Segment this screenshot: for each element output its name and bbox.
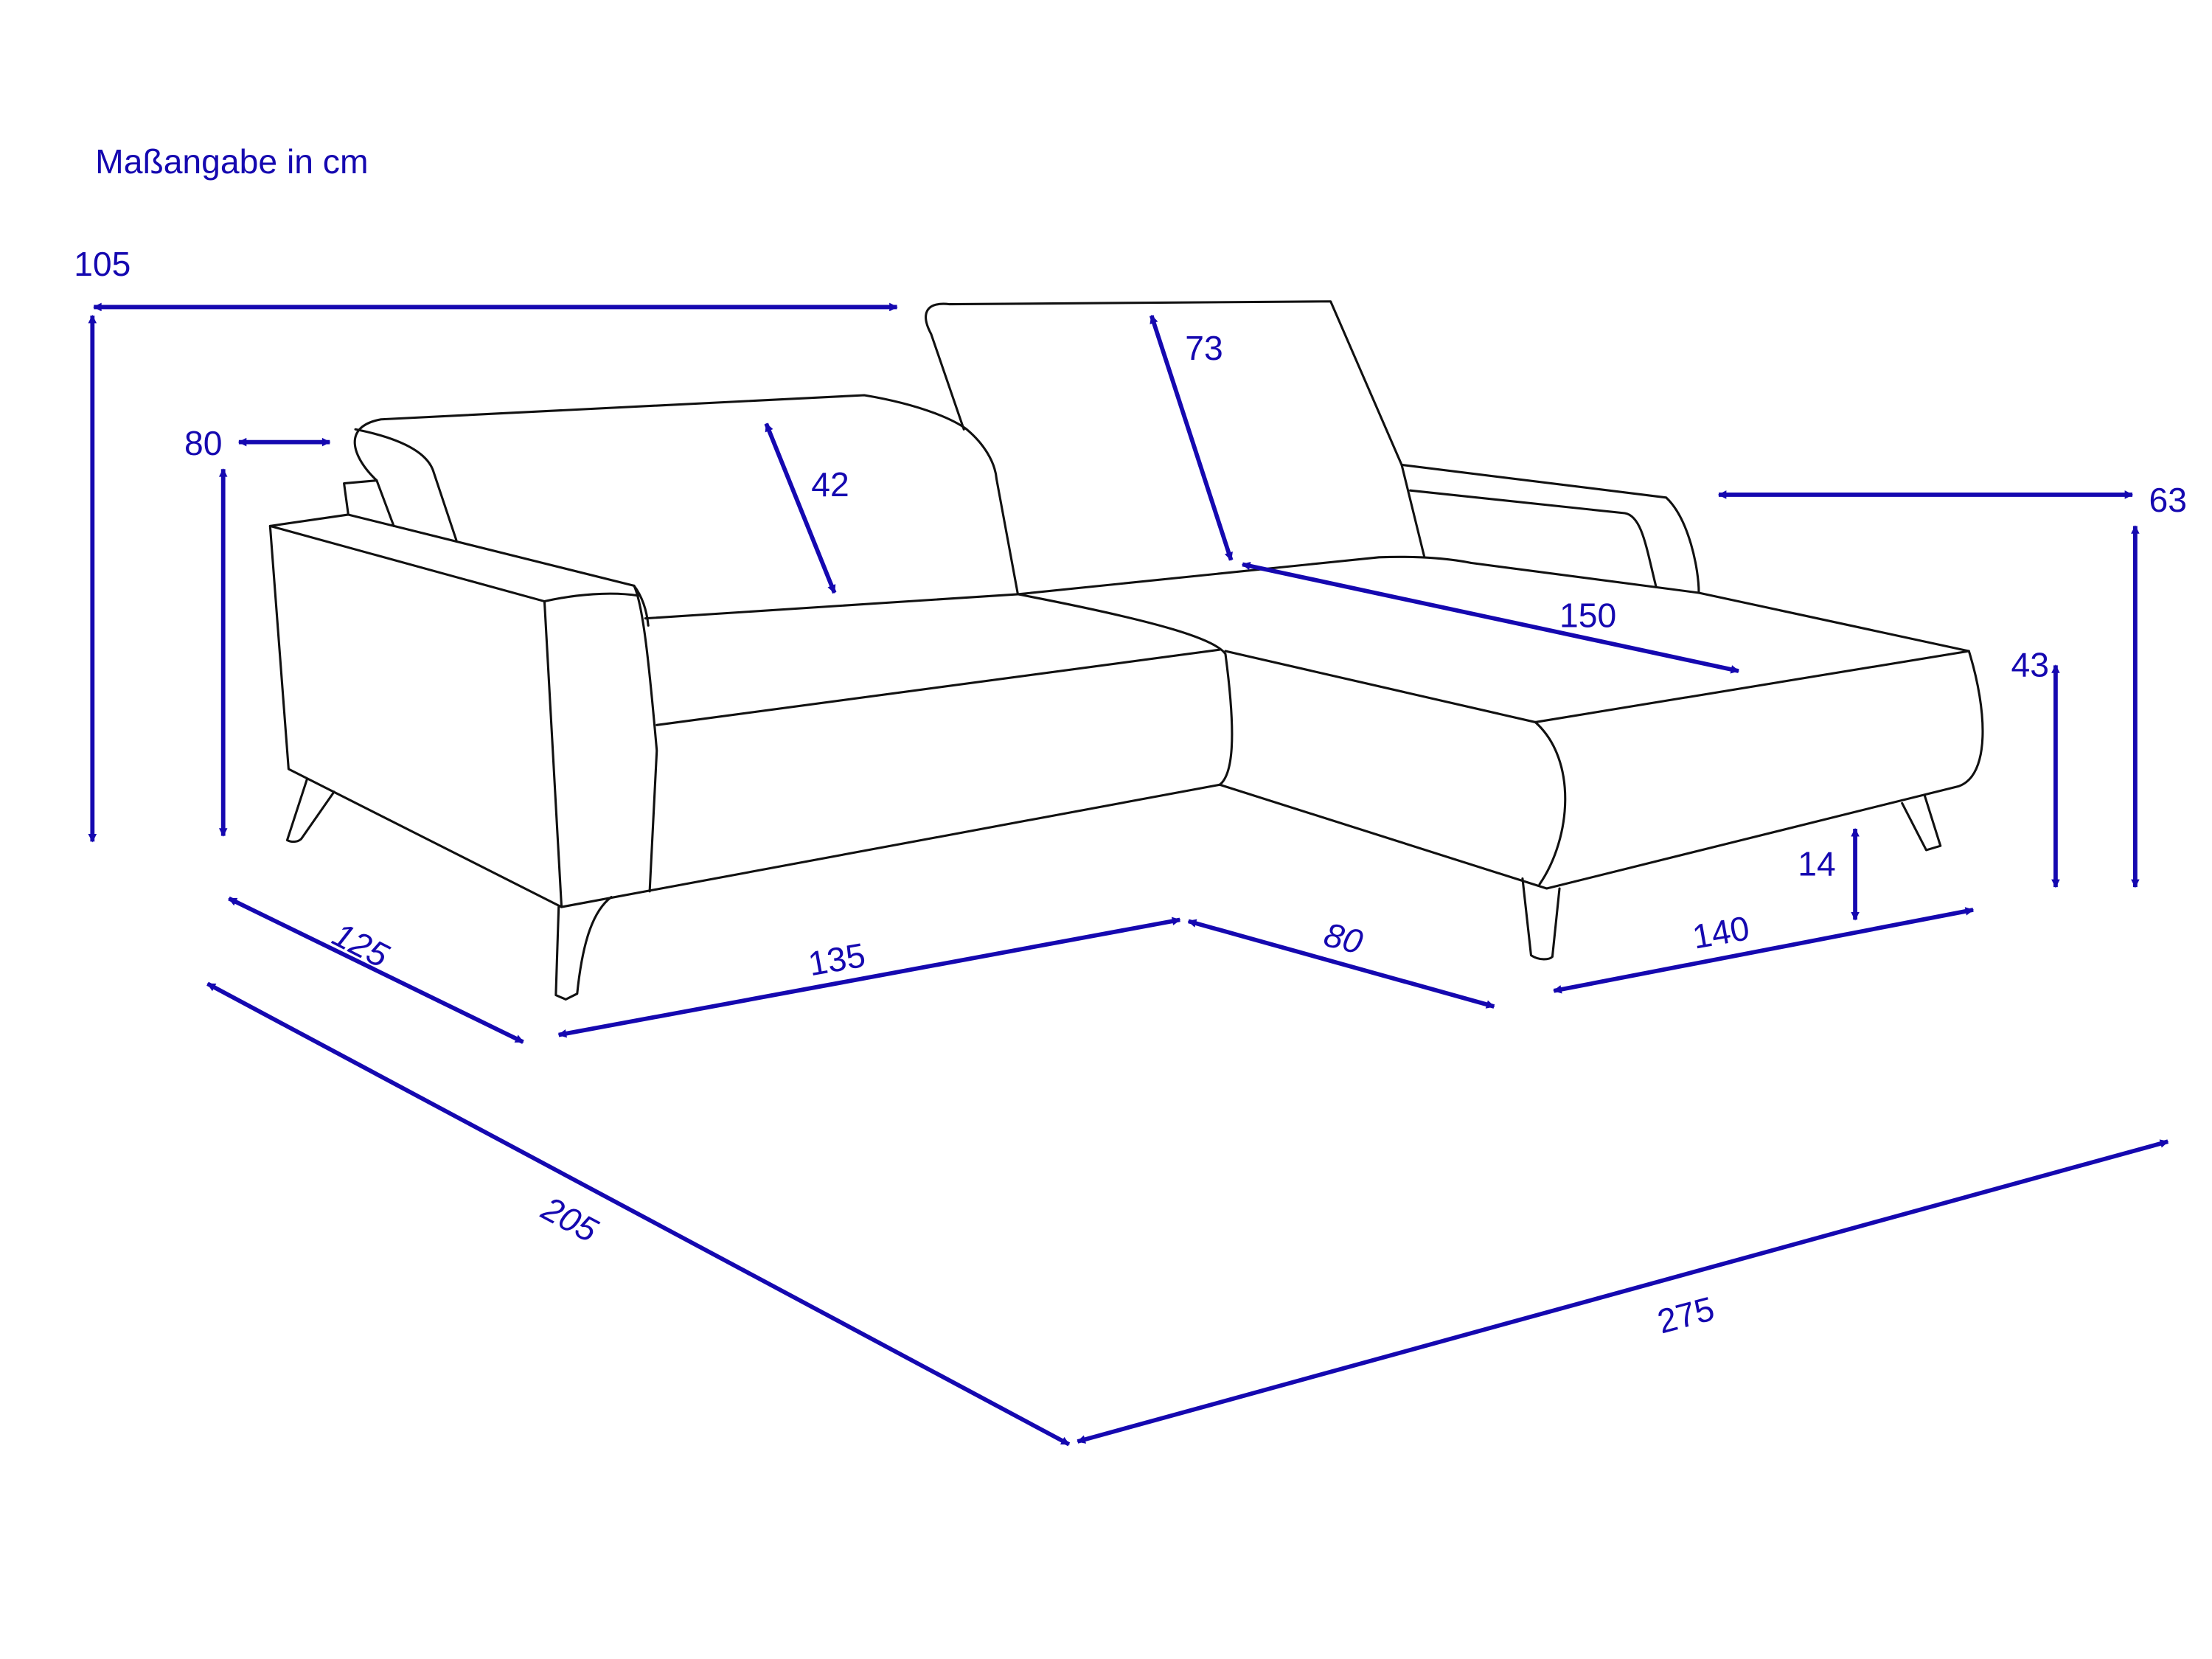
label-chaise-arm-width: 63 — [2149, 481, 2186, 519]
arrow-total-width — [1077, 1139, 2169, 1444]
label-chaise-width: 80 — [1321, 915, 1367, 961]
dimension-labels: 105 80 42 73 150 63 43 14 125 135 80 140… — [74, 245, 2187, 1340]
label-total-height: 105 — [74, 245, 131, 283]
sofa-drawing — [268, 300, 1984, 1001]
leg-left-back — [285, 778, 335, 844]
label-chaise-seat-depth: 150 — [1559, 596, 1616, 634]
left-back-end — [343, 479, 395, 527]
label-chaise-length: 140 — [1689, 908, 1752, 956]
arrow-chaise-back-height — [1149, 314, 1234, 561]
label-seat-height: 43 — [2011, 646, 2048, 684]
left-arm-top — [268, 513, 650, 627]
label-backrest-height: 42 — [811, 465, 849, 504]
seat-cushion-curve — [1016, 593, 1234, 786]
seat-front-top — [655, 648, 1221, 726]
leg-chaise-back — [1901, 795, 1942, 852]
arrow-seat-width — [557, 917, 1181, 1038]
leg-chaise-front — [1521, 877, 1561, 961]
label-total-depth: 205 — [535, 1189, 605, 1250]
label-arm-depth: 125 — [327, 915, 395, 975]
label-chaise-back-height: 73 — [1185, 329, 1222, 367]
chaise-front-curve — [1534, 720, 1567, 886]
label-seat-width: 135 — [805, 936, 868, 984]
leg-left-front — [554, 896, 613, 1001]
label-armrest-height: 80 — [184, 424, 222, 462]
arrow-chaise-width — [1187, 919, 1495, 1009]
front-base — [560, 650, 1984, 908]
arrow-total-depth — [206, 981, 1071, 1447]
units-title: Maßangabe in cm — [95, 142, 368, 181]
back-cushion-left — [353, 394, 1020, 596]
left-arm-front — [268, 524, 563, 908]
arrow-chaise-length — [1553, 907, 1975, 994]
back-cushion-right — [925, 300, 1426, 559]
dimension-arrows — [88, 302, 2169, 1447]
label-total-width: 275 — [1653, 1289, 1718, 1340]
arrow-chaise-seat-depth — [1241, 561, 1740, 674]
arrow-backrest-height — [764, 422, 837, 594]
label-leg-height: 14 — [1798, 845, 1835, 883]
left-arm-side — [633, 584, 658, 893]
